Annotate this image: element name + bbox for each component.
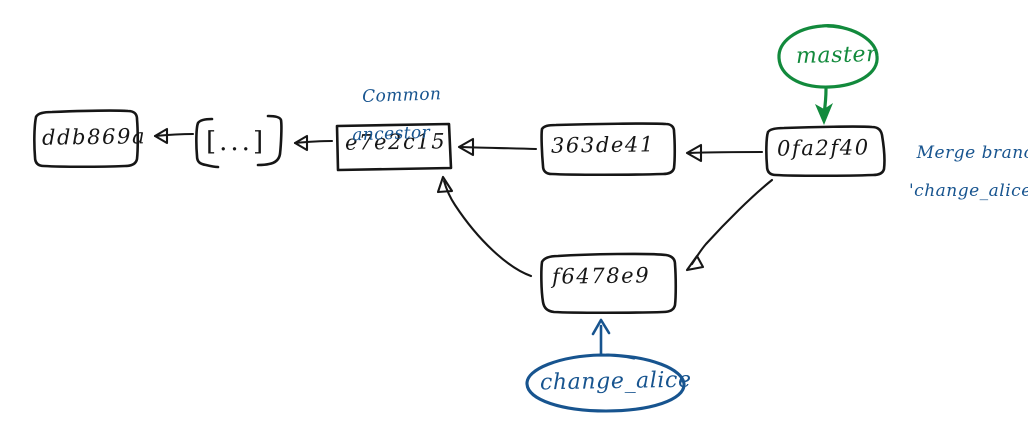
commit-hash-ddb869a: ddb869a <box>41 124 147 150</box>
annotation-common-ancestor: Common ancestor <box>338 66 444 184</box>
branch-label-master[interactable] <box>777 24 879 89</box>
edge-0fa2f40-to-363de41 <box>685 143 764 163</box>
branch-arrow-change-alice <box>591 318 611 356</box>
edge-0fa2f40-to-f6478e9 <box>685 178 774 272</box>
branch-name-change-alice: change_alice <box>539 367 692 396</box>
annotation-merge-message-line1: Merge branch <box>916 143 1028 164</box>
branch-name-master: master <box>795 41 878 70</box>
commit-node-0fa2f40[interactable] <box>765 125 886 178</box>
edge-ellipsis-to-ddb869a <box>153 127 195 145</box>
annotation-common-ancestor-line2: ancestor <box>351 122 431 146</box>
annotation-common-ancestor-line1: Common <box>361 84 442 108</box>
annotation-merge-message-line2: 'change_alice' <box>909 181 1028 202</box>
edge-e7e2c15-to-ellipsis <box>293 134 334 152</box>
edge-f6478e9-to-e7e2c15 <box>436 175 533 278</box>
commit-node-ellipsis[interactable] <box>195 114 283 169</box>
commit-hash-f6478e9: f6478e9 <box>551 263 651 289</box>
commit-node-363de41[interactable] <box>540 122 677 177</box>
commit-hash-363de41: 363de41 <box>550 132 656 158</box>
branch-arrow-master <box>815 87 833 125</box>
annotation-merge-message: Merge branch 'change_alice' <box>893 125 1028 239</box>
commit-node-ddb869a[interactable] <box>33 109 140 169</box>
commit-hash-0fa2f40: 0fa2f40 <box>776 135 870 161</box>
commit-hash-ellipsis: [...] <box>206 127 267 157</box>
edge-363de41-to-e7e2c15 <box>457 137 538 157</box>
commit-node-f6478e9[interactable] <box>540 252 678 315</box>
commit-node-e7e2c15[interactable] <box>335 122 453 172</box>
